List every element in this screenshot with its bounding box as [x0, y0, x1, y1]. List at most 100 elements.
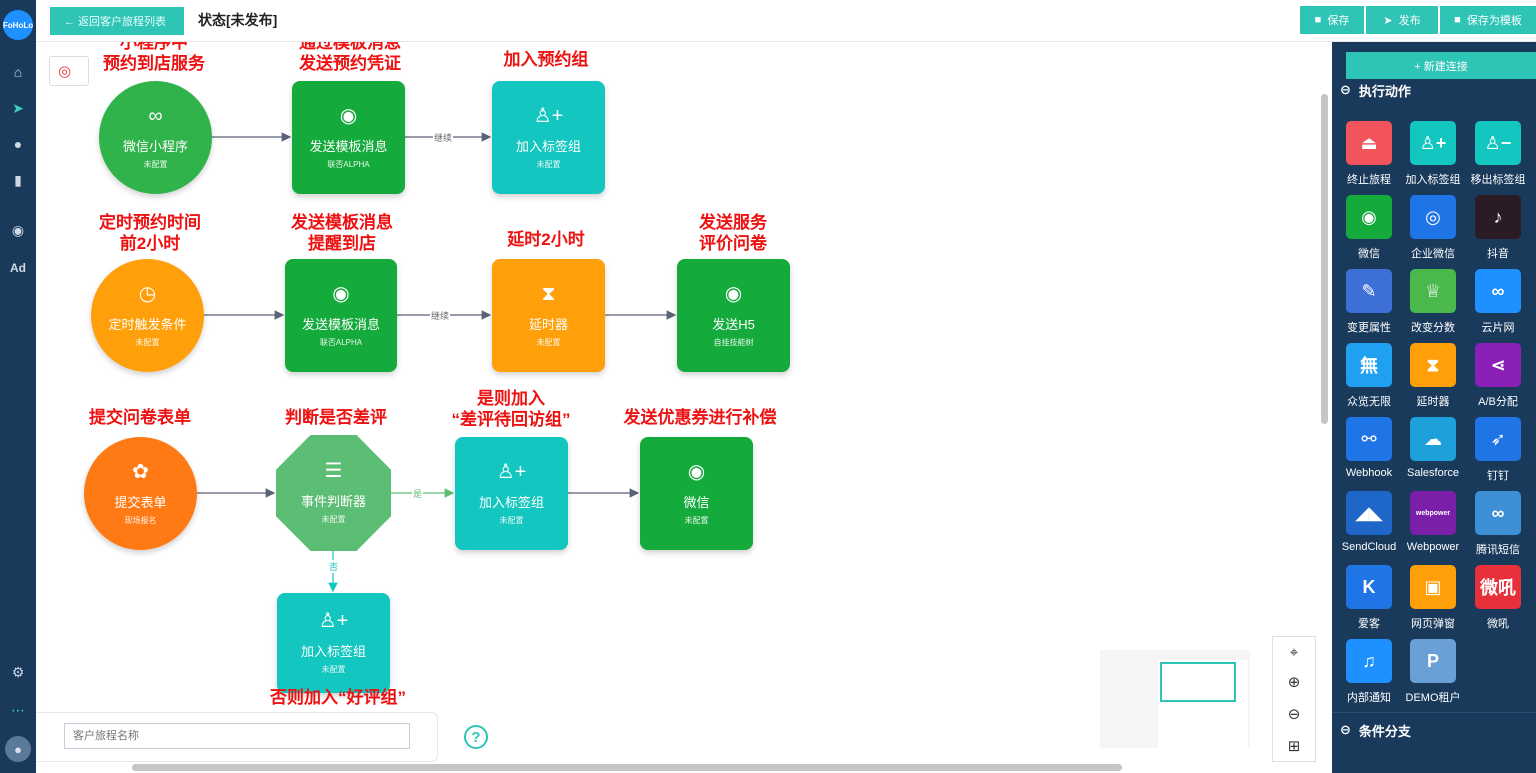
tool-trophy[interactable]: ♕ 改变分数 — [1396, 269, 1462, 341]
salesforce-icon: ☁ — [1410, 417, 1456, 461]
tool-tencent-sms[interactable]: ∞腾讯短信 — [1461, 491, 1527, 563]
list-icon: ☰ — [324, 460, 343, 482]
left-nav: FoHoLo ⌂ ➤ ● ▮ ◉ Ad ⚙ ⋯ ● — [0, 0, 36, 773]
tooltip — [90, 42, 220, 72]
link-icon: ∞ — [148, 104, 163, 127]
help-icon[interactable]: ? — [464, 725, 488, 749]
wechat-icon: ◉ — [339, 104, 358, 127]
tool-label: 爱客 — [1358, 618, 1380, 630]
save-button[interactable]: ■保存 — [1300, 6, 1364, 34]
send-icon[interactable]: ➤ — [12, 99, 24, 116]
edge-label-continue: 继续 — [433, 131, 454, 144]
bell-icon: ♫ — [1346, 639, 1392, 683]
publish-button[interactable]: ➤发布 — [1366, 6, 1438, 34]
cloud-icon: ∞ — [1475, 269, 1521, 313]
edge-label-no: 否 — [328, 560, 340, 573]
annotation: 加入预约组 — [503, 50, 589, 69]
tool-zhonglan[interactable]: 無众览无限 — [1332, 343, 1398, 415]
tool-cloud[interactable]: ∞ 云片网 — [1461, 269, 1527, 341]
tool-tag-remove[interactable]: ♙−移出标签组 — [1461, 121, 1527, 193]
target-icon[interactable]: ◎ — [49, 56, 89, 86]
tool-label: 终止旅程 — [1347, 174, 1391, 186]
chart-icon[interactable]: ▮ — [14, 171, 22, 188]
save-as-template-button[interactable]: ■保存为模板 — [1440, 6, 1536, 34]
ad-icon[interactable]: Ad — [10, 261, 26, 275]
node-send-template-message[interactable]: ◉ 发送模板消息 联否ALPHA — [285, 259, 397, 372]
edge-layer — [197, 132, 677, 593]
node-delay[interactable]: ⧗ 延时器 未配置 — [492, 259, 605, 372]
top-bar: ← 返回客户旅程列表 状态[未发布] ■保存 ➤发布 ■保存为模板 — [36, 0, 1536, 42]
annotation: 发送服务评价问卷 — [699, 213, 767, 253]
tool-vhall[interactable]: 微吼微吼 — [1461, 565, 1527, 637]
node-send-h5[interactable]: ◉ 发送H5 自挂技能树 — [677, 259, 790, 372]
home-icon[interactable]: ⌂ — [13, 64, 23, 80]
new-connection-button[interactable]: + 新建连接 — [1346, 52, 1536, 79]
node-add-tag-group[interactable]: ♙+ 加入标签组 未配置 — [455, 437, 568, 550]
annotation: 延时2小时 — [507, 230, 585, 249]
vertical-scrollbar[interactable] — [1321, 94, 1328, 424]
tool-label: A/B分配 — [1478, 396, 1518, 408]
annotation: 通过模板消息发送预约凭证 — [299, 42, 401, 73]
tool-ab-split[interactable]: ⋖A/B分配 — [1461, 343, 1527, 415]
tool-label: 腾讯短信 — [1476, 544, 1520, 556]
tool-salesforce[interactable]: ☁Salesforce — [1396, 417, 1462, 489]
demo-tenant-icon: P — [1410, 639, 1456, 683]
tool-stop[interactable]: ⏏终止旅程 — [1332, 121, 1398, 193]
section-actions-header[interactable]: ⊖执行动作 — [1340, 82, 1411, 99]
journey-canvas[interactable]: 继续 继续 是 否 ◎ ∞ 微信小程序 未配置 ◉ 发送模板消息 联否ALPHA… — [36, 42, 1332, 773]
tool-wework[interactable]: ◎ 企业微信 — [1396, 195, 1462, 267]
tool-webhook[interactable]: ⚯Webhook — [1332, 417, 1398, 489]
tool-label: 企业微信 — [1411, 248, 1455, 260]
tool-douyin[interactable]: ♪抖音 — [1461, 195, 1527, 267]
sprout-icon: ✿ — [132, 460, 149, 483]
tool-sendcloud[interactable]: ◢◣SendCloud — [1332, 491, 1398, 563]
tool-tag-add[interactable]: ♙+加入标签组 — [1396, 121, 1462, 193]
tool-wechat[interactable]: ◉微信 — [1332, 195, 1398, 267]
wechat-icon[interactable]: ◉ — [11, 221, 25, 238]
wework-icon: ◎ — [1410, 195, 1456, 239]
node-add-tag-group[interactable]: ♙+ 加入标签组 未配置 — [492, 81, 605, 194]
node-submit-form[interactable]: ✿ 提交表单 现场报名 — [84, 437, 197, 550]
node-send-template-message[interactable]: ◉ 发送模板消息 联否ALPHA — [292, 81, 405, 194]
settings-icon[interactable]: ⚙ — [11, 663, 25, 680]
fit-view-icon[interactable]: ⊞ — [1287, 738, 1301, 755]
trophy-icon: ♕ — [1410, 269, 1456, 313]
minimap-canvas — [1158, 660, 1248, 748]
zoom-out-icon[interactable]: ⊖ — [1287, 706, 1301, 723]
node-wechat-miniprogram[interactable]: ∞ 微信小程序 未配置 — [99, 81, 212, 194]
zoom-in-icon[interactable]: ⊕ — [1287, 674, 1301, 691]
tool-label: 改变分数 — [1411, 322, 1455, 334]
back-to-journey-list-button[interactable]: ← 返回客户旅程列表 — [50, 7, 184, 35]
more-icon[interactable]: ⋯ — [11, 701, 25, 718]
webpower-icon: webpower — [1410, 491, 1456, 535]
tool-hourglass[interactable]: ⧗延时器 — [1396, 343, 1462, 415]
journey-name-input[interactable] — [64, 723, 410, 749]
tool-bell[interactable]: ♫内部通知 — [1332, 639, 1398, 711]
user-icon[interactable]: ● — [13, 136, 23, 152]
node-timer-trigger[interactable]: ◷ 定时触发条件 未配置 — [91, 259, 204, 372]
fohoolo-logo[interactable]: FoHoLo — [3, 10, 33, 40]
minimap[interactable] — [1100, 650, 1250, 748]
section-conditions-header[interactable]: ⊖条件分支 — [1340, 722, 1411, 739]
tool-label: 钉钉 — [1487, 470, 1509, 482]
tool-popup[interactable]: ▣网页弹窗 — [1396, 565, 1462, 637]
template-icon: ■ — [1454, 14, 1461, 26]
locate-icon[interactable]: ⌖ — [1289, 643, 1299, 661]
tool-edit[interactable]: ✎变更属性 — [1332, 269, 1398, 341]
minimap-viewport[interactable] — [1160, 662, 1236, 702]
node-wechat[interactable]: ◉ 微信 未配置 — [640, 437, 753, 550]
annotation: 判断是否差评 — [285, 408, 387, 427]
node-add-tag-group[interactable]: ♙+ 加入标签组 未配置 — [277, 593, 390, 693]
edit-icon: ✎ — [1346, 269, 1392, 313]
horizontal-scrollbar[interactable] — [132, 764, 1122, 771]
node-event-judge[interactable]: ☰ 事件判断器 未配置 — [276, 435, 391, 551]
tool-dingtalk[interactable]: ➶钉钉 — [1461, 417, 1527, 489]
edge-label-continue: 继续 — [430, 309, 451, 322]
edge-label-yes: 是 — [412, 487, 424, 500]
tool-label: Webpower — [1406, 541, 1460, 553]
avatar[interactable]: ● — [5, 736, 31, 762]
tool-label: 云片网 — [1481, 322, 1515, 334]
